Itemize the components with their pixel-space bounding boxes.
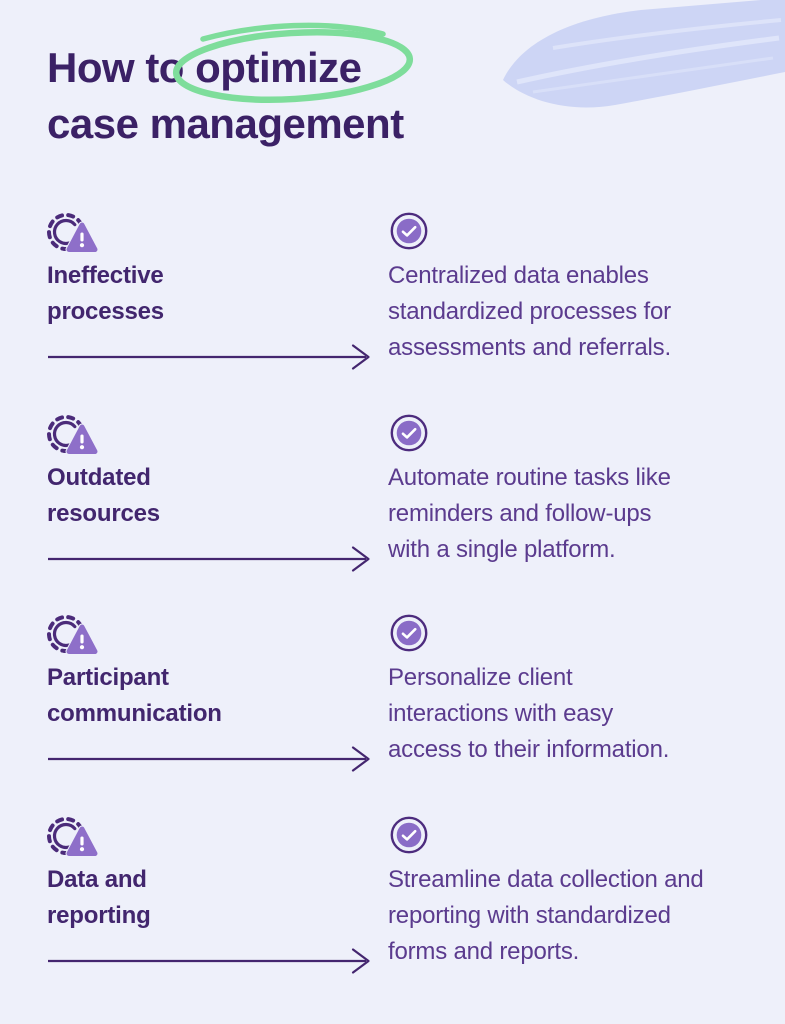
row-data-and-reporting: Data and reporting Streamline data colle… [0,812,785,1014]
row-description: Streamline data collection and reporting… [388,866,704,965]
brush-stroke-decoration [503,0,785,108]
title-prefix: How to [47,44,184,91]
gear-warning-icon [47,817,99,857]
check-circle-icon [390,614,428,652]
title-line2: case management [47,100,404,147]
row-description: Personalize client interactions with eas… [388,664,670,763]
hand-drawn-circle-icon [173,22,414,103]
row-heading: Outdated resources [47,464,160,527]
gear-warning-icon [47,415,99,455]
arrow-right-icon [48,546,370,572]
row-ineffective-processes: Ineffective processes Centralized data e… [0,208,785,410]
arrow-right-icon [48,746,370,772]
check-circle-icon [390,414,428,452]
row-heading: Data and reporting [47,866,151,929]
row-participant-communication: Participant communication Personalize cl… [0,610,785,812]
arrow-right-icon [48,948,370,974]
check-circle-icon [390,212,428,250]
page-title: How to optimize case management [47,22,414,152]
row-description: Automate routine tasks like reminders an… [388,464,671,563]
row-outdated-resources: Outdated resources Automate routine task… [0,410,785,612]
check-circle-icon [390,816,428,854]
gear-warning-icon [47,615,99,655]
row-heading: Ineffective processes [47,262,164,325]
arrow-right-icon [48,344,370,370]
row-heading: Participant communication [47,664,222,727]
title-highlight: optimize [173,22,414,103]
row-description: Centralized data enables standardized pr… [388,262,671,361]
gear-warning-icon [47,213,99,253]
